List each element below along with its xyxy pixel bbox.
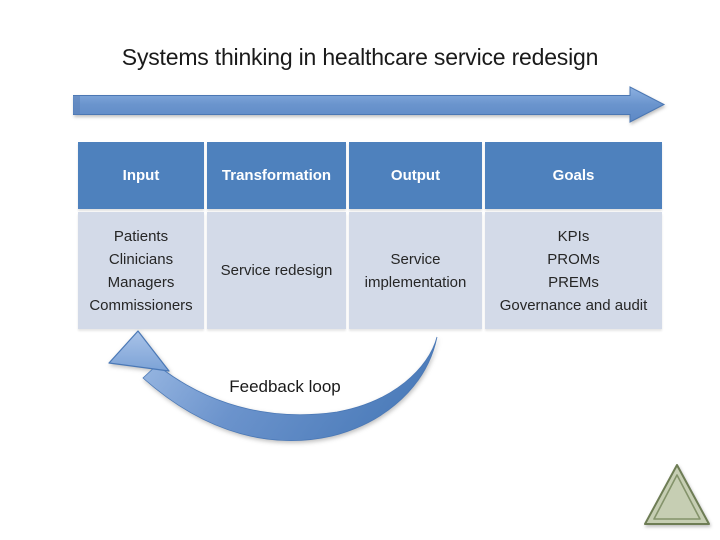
- feedback-loop-arrow-icon: [108, 330, 438, 441]
- process-table: Input Transformation Output Goals Patien…: [78, 142, 662, 329]
- page-title: Systems thinking in healthcare service r…: [121, 44, 599, 70]
- body-cell-input: Patients Clinicians Managers Commissione…: [78, 212, 204, 329]
- header-cell-input: Input: [78, 142, 204, 209]
- header-cell-goals: Goals: [485, 142, 662, 209]
- flow-right-arrow-icon: [73, 86, 666, 123]
- header-cell-output: Output: [349, 142, 482, 209]
- body-cell-output: Service implementation: [349, 212, 482, 329]
- feedback-loop-label: Feedback loop: [229, 377, 341, 396]
- body-cell-transformation: Service redesign: [207, 212, 346, 329]
- body-cell-goals: KPIs PROMs PREMs Governance and audit: [485, 212, 662, 329]
- triangle-logo-icon: [644, 464, 710, 525]
- header-cell-transformation: Transformation: [207, 142, 346, 209]
